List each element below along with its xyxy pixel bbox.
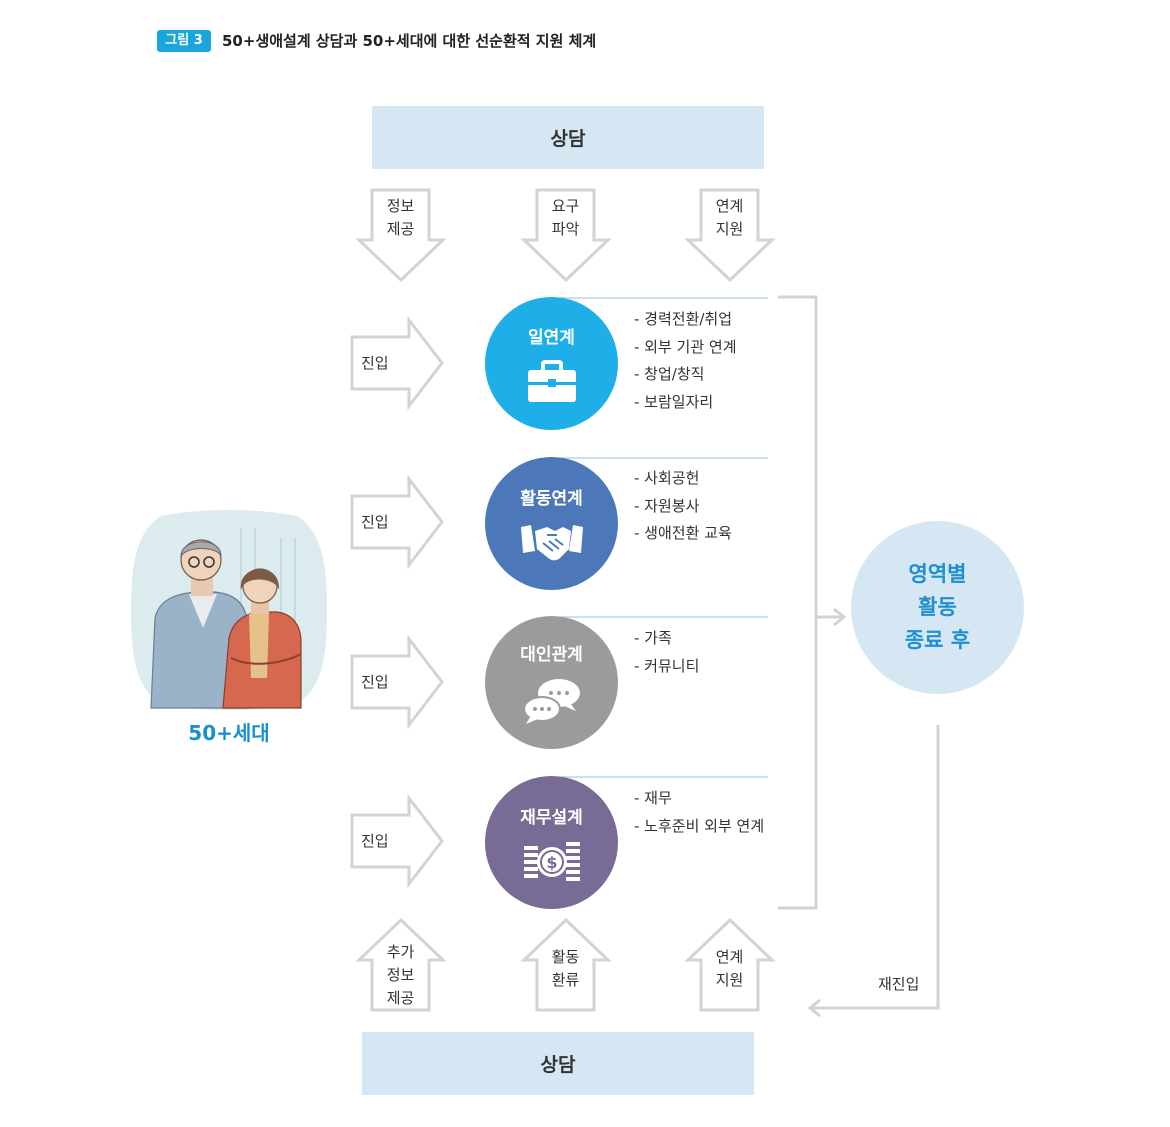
service-items-relations: - 가족 - 커뮤니티 xyxy=(634,625,699,680)
down-arrow-3 xyxy=(684,188,776,283)
arrow-label-line: 제공 xyxy=(386,220,415,238)
arrow-label-line: 활동 xyxy=(551,948,580,966)
arrow-label-line: 연계 xyxy=(715,948,744,966)
service-item: - 창업/창직 xyxy=(634,365,705,383)
service-title: 활동연계 xyxy=(520,489,583,509)
entry-label-1: 진입 xyxy=(361,354,389,372)
service-item: - 커뮤니티 xyxy=(634,656,700,675)
arrow-label-line: 정보 xyxy=(386,965,415,984)
arrow-label-line: 환류 xyxy=(551,971,580,989)
reentry-label: 재진입 xyxy=(878,975,920,993)
arrow-label-line: 파악 xyxy=(551,220,580,238)
down-arrow-label-3: 연계 지원 xyxy=(701,194,758,242)
service-items-work: - 경력전환/취업 - 외부 기관 연계 - 창업/창직 - 보람일자리 xyxy=(634,306,737,416)
service-circle-activity: 활동연계 xyxy=(485,457,618,590)
service-item: - 재무 xyxy=(634,789,672,807)
arrow-label-line: 추가 xyxy=(386,942,415,961)
senior-couple-illustration xyxy=(131,508,327,712)
down-arrow-label-2: 요구 파악 xyxy=(537,194,594,242)
service-item: - 가족 xyxy=(634,629,672,647)
service-circle-work: 일연계 xyxy=(485,297,618,430)
entry-arrow-1 xyxy=(350,315,444,411)
up-arrow-1 xyxy=(355,917,447,1012)
arrow-label-line: 지원 xyxy=(715,971,744,989)
arrow-label-line: 요구 xyxy=(551,197,580,215)
service-title: 재무설계 xyxy=(520,808,583,828)
down-arrow-label-1: 정보 제공 xyxy=(372,194,429,242)
up-arrow-label-1: 추가 정보 제공 xyxy=(372,940,429,1010)
end-state-line: 종료 후 xyxy=(904,628,971,652)
consult-box-bottom: 상담 xyxy=(362,1032,754,1095)
service-item: - 외부 기관 연계 xyxy=(634,337,737,356)
arrow-label-line: 정보 xyxy=(386,197,415,215)
up-arrow-3 xyxy=(684,917,776,1012)
up-arrow-2 xyxy=(520,917,612,1012)
consult-box-top: 상담 xyxy=(372,106,764,169)
arrow-label-line: 연계 xyxy=(715,197,744,215)
service-circle-finance: 재무설계 $ xyxy=(485,776,618,909)
end-state-circle: 영역별 활동 종료 후 xyxy=(851,521,1024,694)
generation-label: 50+세대 xyxy=(188,721,270,745)
money-coins-icon: $ xyxy=(523,842,580,881)
end-state-line: 활동 xyxy=(918,595,957,619)
entry-label-2: 진입 xyxy=(361,513,389,531)
arrow-label-line: 지원 xyxy=(715,220,744,238)
figure-title: 50+생애설계 상담과 50+세대에 대한 선순환적 지원 체계 xyxy=(222,32,597,50)
service-items-activity: - 사회공헌 - 자원봉사 - 생애전환 교육 xyxy=(634,465,732,548)
down-arrow-2 xyxy=(520,188,612,283)
handshake-icon xyxy=(520,525,583,561)
up-arrow-label-2: 활동 환류 xyxy=(537,945,594,993)
entry-label-4: 진입 xyxy=(361,832,389,850)
service-title: 일연계 xyxy=(528,328,575,348)
consult-box-bottom-label: 상담 xyxy=(540,1054,576,1076)
arrow-label-line: 제공 xyxy=(386,988,415,1007)
collect-bracket xyxy=(778,295,818,910)
service-title: 대인관계 xyxy=(520,645,583,665)
figure-badge: 그림 3 xyxy=(157,30,211,52)
entry-arrow-2 xyxy=(350,474,444,570)
svg-text:$: $ xyxy=(546,853,557,872)
entry-arrow-4 xyxy=(350,793,444,889)
service-item: - 보람일자리 xyxy=(634,392,714,411)
service-items-finance: - 재무 - 노후준비 외부 연계 xyxy=(634,785,764,840)
reentry-line xyxy=(810,725,940,1010)
service-item: - 경력전환/취업 xyxy=(634,310,733,328)
service-item: - 사회공헌 xyxy=(634,469,700,487)
end-state-line: 영역별 xyxy=(908,562,967,586)
chat-bubbles-icon xyxy=(522,679,580,724)
service-circle-relations: 대인관계 xyxy=(485,616,618,749)
entry-arrow-3 xyxy=(350,634,444,730)
down-arrow-1 xyxy=(355,188,447,283)
up-arrow-label-3: 연계 지원 xyxy=(701,945,758,993)
entry-label-3: 진입 xyxy=(361,673,389,691)
service-item: - 자원봉사 xyxy=(634,496,700,515)
briefcase-icon xyxy=(527,360,576,402)
service-item: - 생애전환 교육 xyxy=(634,524,732,542)
service-item: - 노후준비 외부 연계 xyxy=(634,816,765,835)
consult-box-top-label: 상담 xyxy=(550,128,586,150)
